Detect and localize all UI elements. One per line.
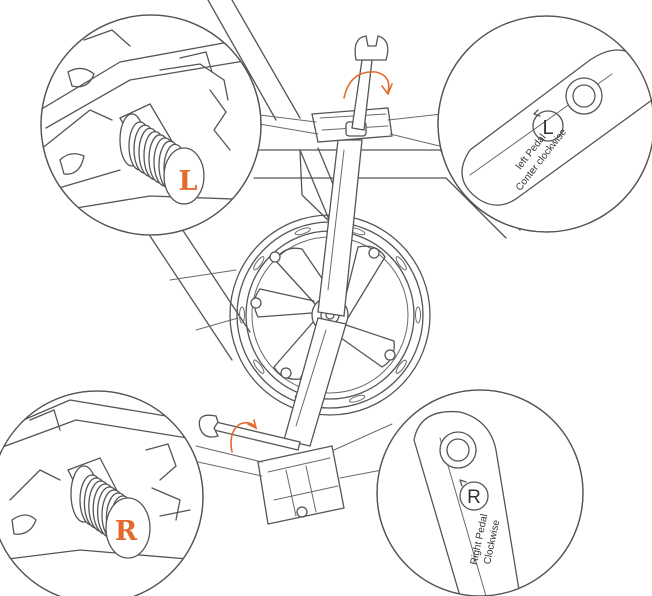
right-pedal-letter: R <box>115 516 138 547</box>
bike-frame <box>149 0 521 361</box>
left-crank-detail: left Pedal Conter clockwise L <box>437 15 652 233</box>
left-crank-arm <box>317 139 363 317</box>
right-pedal-detail: R <box>0 390 204 596</box>
left-rotation-symbol: L <box>532 109 564 142</box>
counter-clockwise-arrow-icon <box>343 71 393 99</box>
clockwise-arrow-icon <box>230 419 258 453</box>
right-pedal-small <box>257 445 345 525</box>
right-rotation-symbol: R <box>459 479 489 511</box>
wrench-icon <box>198 414 301 451</box>
right-symbol-letter: R <box>467 487 481 508</box>
left-pedal-letter: L <box>179 166 198 197</box>
right-crank-arm <box>283 317 347 447</box>
left-symbol-letter: L <box>542 117 553 139</box>
wrench-icon <box>351 35 389 131</box>
left-pedal-detail: L <box>40 14 262 236</box>
right-crank-detail: R Right Pedal Clockwise <box>376 389 584 596</box>
